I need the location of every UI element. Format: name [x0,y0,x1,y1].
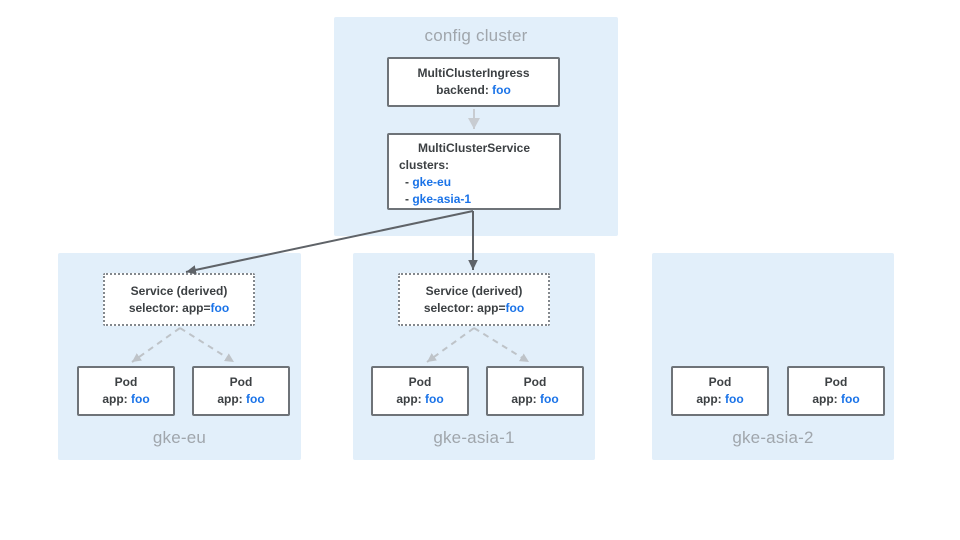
selector-value: foo [210,300,230,315]
gke-asia-2-panel: Pod app: foo Pod app: foo gke-asia-2 [652,253,894,460]
pod-app-value: foo [540,392,559,406]
pod-app-line: app: foo [217,392,265,406]
pod-box: Pod app: foo [77,366,175,416]
derived-service-selector-line: selector: app=foo [423,300,525,315]
pod-app-value: foo [725,392,744,406]
selector-value: foo [505,300,525,315]
gke-asia-1-label: gke-asia-1 [433,428,515,447]
config-cluster-label: config cluster [424,26,528,45]
multiclusterservice-box: MultiClusterService clusters: - gke-eu -… [387,133,561,210]
pod-box: Pod app: foo [671,366,769,416]
config-cluster-panel: config cluster MultiClusterIngress backe… [334,17,618,236]
pod-title: Pod [708,375,732,389]
pod-box: Pod app: foo [371,366,469,416]
pod-app-value: foo [425,392,444,406]
pod-app-line: app: foo [696,392,744,406]
cluster-list-item: - gke-eu [405,175,452,189]
pod-app-line: app: foo [396,392,444,406]
pod-title: Pod [114,375,138,389]
clusters-label: clusters: [399,158,450,172]
pod-app-value: foo [246,392,265,406]
pod-app-value: foo [131,392,150,406]
gke-eu-panel: Service (derived) selector: app=foo Pod … [58,253,301,460]
gke-asia-1-panel: Service (derived) selector: app=foo Pod … [353,253,595,460]
pod-title: Pod [523,375,547,389]
derived-service-box-gke-eu: Service (derived) selector: app=foo [103,273,255,326]
pod-app-line: app: foo [511,392,559,406]
cluster-name: gke-asia-1 [412,192,472,206]
gke-eu-label: gke-eu [152,428,207,447]
pod-box: Pod app: foo [787,366,885,416]
derived-service-selector-line: selector: app=foo [128,300,230,315]
pod-app-value: foo [841,392,860,406]
multiclusteringress-title: MultiClusterIngress [417,66,530,80]
multiclusteringress-backend-line: backend: foo [436,83,511,97]
pod-title: Pod [229,375,253,389]
multiclusteringress-box: MultiClusterIngress backend: foo [387,57,560,107]
gke-asia-2-label: gke-asia-2 [732,428,814,447]
pod-box: Pod app: foo [486,366,584,416]
backend-value: foo [492,83,511,97]
cluster-name: gke-eu [412,175,452,189]
derived-service-title: Service (derived) [130,283,228,298]
derived-service-title: Service (derived) [425,283,523,298]
pod-app-line: app: foo [812,392,860,406]
pod-app-line: app: foo [102,392,150,406]
pod-title: Pod [824,375,848,389]
multiclusterservice-title: MultiClusterService [417,141,531,155]
cluster-list-item: - gke-asia-1 [405,192,472,206]
derived-service-box-gke-asia-1: Service (derived) selector: app=foo [398,273,550,326]
pod-box: Pod app: foo [192,366,290,416]
pod-title: Pod [408,375,432,389]
